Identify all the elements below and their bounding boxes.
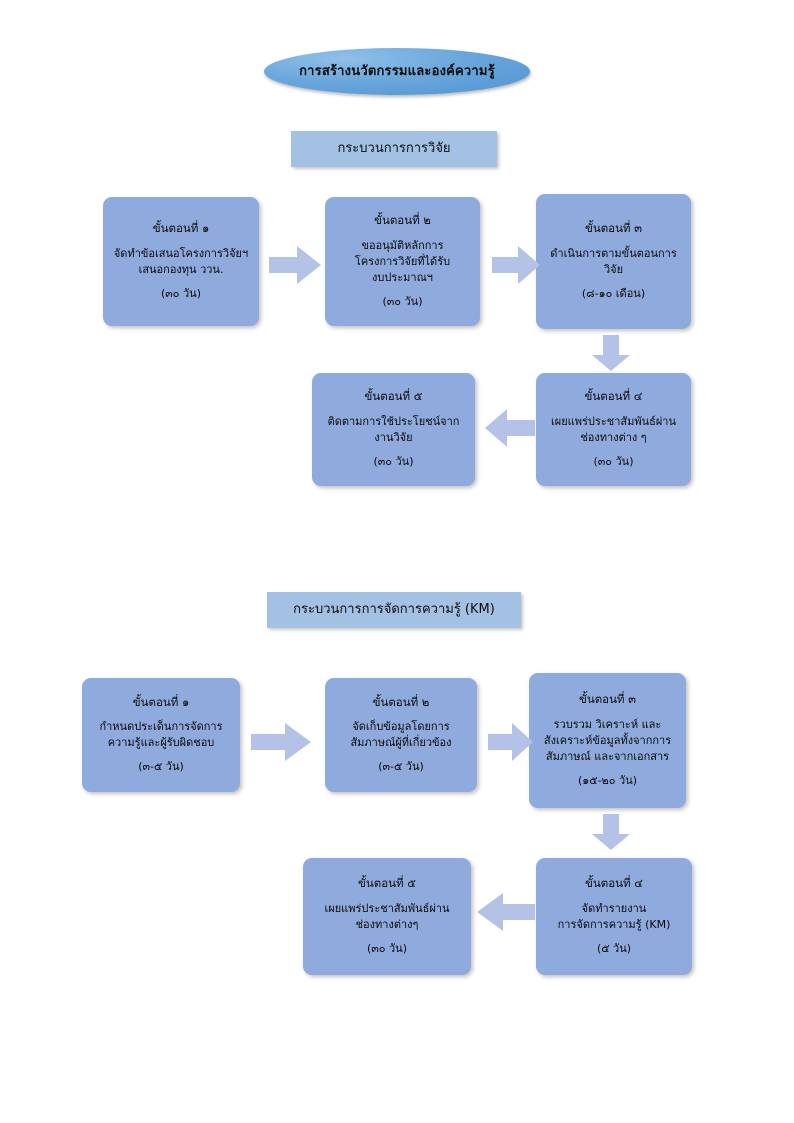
km-step-3: ขั้นตอนที่ ๓ รวบรวม วิเคราะห์ และสังเครา… (529, 673, 686, 808)
step-description: ดำเนินการตามขั้นตอนการวิจัย (550, 246, 677, 276)
step-title: ขั้นตอนที่ ๑ (152, 221, 210, 236)
step-description: จัดทำรายงานการจัดการความรู้ (KM) (557, 901, 671, 931)
km-step-5: ขั้นตอนที่ ๕ เผยแพร่ประชาสัมพันธ์ผ่านช่อ… (303, 858, 471, 975)
page-title: การสร้างนวัตกรรมและองค์ความรู้ (264, 48, 530, 95)
step-duration: (๕ วัน) (596, 941, 632, 955)
research-step-4: ขั้นตอนที่ ๔ เผยแพร่ประชาสัมพันธ์ผ่านช่อ… (536, 373, 691, 486)
step-description: รวบรวม วิเคราะห์ และสังเคราะห์ข้อมูลทั้ง… (543, 717, 672, 763)
step-duration: (๓๐ วัน) (366, 941, 407, 955)
km-step-1: ขั้นตอนที่ ๑ กำหนดประเด็นการจัดการความรู… (82, 678, 240, 792)
section-header-km-text: กระบวนการการจัดการความรู้ (KM) (293, 601, 495, 617)
arrow-right-icon (488, 723, 533, 761)
arrow-down-icon (592, 335, 630, 371)
step-title: ขั้นตอนที่ ๔ (584, 389, 643, 404)
step-duration: (๓๐ วัน) (593, 454, 634, 468)
km-step-2: ขั้นตอนที่ ๒ จัดเก็บข้อมูลโดยการสัมภาษณ์… (325, 678, 477, 792)
arrow-left-icon (485, 409, 535, 447)
step-duration: (๓๐ วัน) (160, 286, 201, 300)
section-header-km: กระบวนการการจัดการความรู้ (KM) (267, 592, 521, 628)
step-duration: (๓๐ วัน) (382, 294, 423, 308)
research-step-2: ขั้นตอนที่ ๒ ขออนุมัติหลักการโครงการวิจั… (325, 197, 480, 326)
step-description: เผยแพร่ประชาสัมพันธ์ผ่านช่องทางต่าง ๆ (551, 414, 676, 444)
arrow-down-icon (592, 814, 630, 850)
step-description: ขออนุมัติหลักการโครงการวิจัยที่ได้รับงบป… (354, 238, 451, 284)
arrow-left-icon (477, 893, 535, 931)
arrow-right-icon (251, 723, 311, 761)
step-duration: (๘-๑๐ เดือน) (581, 286, 646, 300)
step-description: เผยแพร่ประชาสัมพันธ์ผ่านช่องทางต่างๆ (324, 901, 450, 931)
step-duration: (๑๕-๒๐ วัน) (577, 773, 638, 787)
step-title: ขั้นตอนที่ ๒ (372, 694, 430, 709)
step-description: กำหนดประเด็นการจัดการความรู้และผู้รับผิด… (99, 720, 223, 750)
step-title: ขั้นตอนที่ ๓ (584, 221, 643, 236)
step-title: ขั้นตอนที่ ๕ (358, 876, 416, 891)
step-description: ติดตามการใช้ประโยชน์จากงานวิจัย (327, 414, 460, 444)
step-title: ขั้นตอนที่ ๔ (585, 876, 643, 891)
step-duration: (๓๐ วัน) (373, 454, 414, 468)
step-description: จัดเก็บข้อมูลโดยการสัมภาษณ์ผู้ที่เกี่ยวข… (350, 720, 452, 750)
research-step-5: ขั้นตอนที่ ๕ ติดตามการใช้ประโยชน์จากงานว… (312, 373, 475, 486)
page-title-text: การสร้างนวัตกรรมและองค์ความรู้ (299, 63, 495, 79)
step-description: จัดทำข้อเสนอโครงการวิจัยฯเสนอกองทุน ววน. (113, 246, 249, 276)
km-step-4: ขั้นตอนที่ ๔ จัดทำรายงานการจัดการความรู้… (536, 858, 692, 975)
step-title: ขั้นตอนที่ ๑ (132, 694, 190, 709)
arrow-right-icon (269, 246, 321, 284)
research-step-1: ขั้นตอนที่ ๑ จัดทำข้อเสนอโครงการวิจัยฯเส… (103, 197, 259, 326)
section-header-research-text: กระบวนการการวิจัย (337, 140, 451, 156)
step-duration: (๓-๕ วัน) (138, 760, 184, 774)
research-step-3: ขั้นตอนที่ ๓ ดำเนินการตามขั้นตอนการวิจัย… (536, 194, 691, 329)
step-title: ขั้นตอนที่ ๒ (374, 213, 431, 228)
step-duration: (๓-๕ วัน) (378, 760, 424, 774)
step-title: ขั้นตอนที่ ๓ (578, 692, 637, 707)
step-title: ขั้นตอนที่ ๕ (364, 389, 423, 404)
arrow-right-icon (492, 246, 540, 284)
section-header-research: กระบวนการการวิจัย (291, 131, 497, 167)
